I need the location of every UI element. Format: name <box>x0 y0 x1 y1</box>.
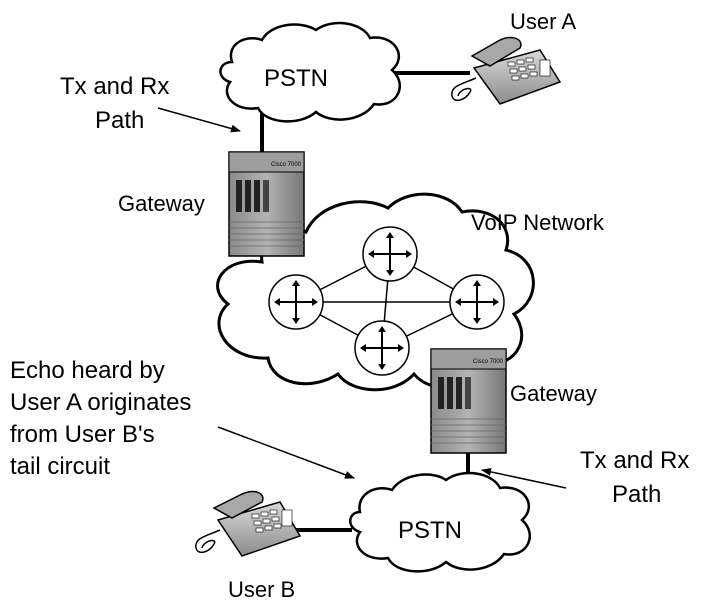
gateway-top-device: Cisco 7000 <box>228 151 305 257</box>
gateway-top-brand: Cisco 7000 <box>271 162 302 168</box>
tx-rx-top-line1: Tx and Rx <box>60 73 169 100</box>
user-a-phone-icon <box>451 36 562 105</box>
tx-rx-bottom-line2: Path <box>612 481 661 508</box>
pstn-top-label: PSTN <box>264 65 328 92</box>
router-icon <box>362 226 418 282</box>
tx-rx-top-line2: Path <box>95 107 144 134</box>
echo-line4: tail circuit <box>10 453 110 480</box>
tx-rx-top-arrow <box>157 107 241 133</box>
echo-arrow <box>217 426 355 479</box>
pstn-bottom-label: PSTN <box>398 517 462 544</box>
router-icon <box>268 274 324 330</box>
gateway-bottom-device: Cisco 7000 <box>430 348 507 454</box>
pstn-top-cloud <box>219 21 402 123</box>
gateway-top-label: Gateway <box>118 191 205 216</box>
echo-line2: User A originates <box>10 389 191 416</box>
tx-rx-bottom-line1: Tx and Rx <box>580 447 689 474</box>
echo-line1: Echo heard by <box>10 357 165 384</box>
gateway-bottom-brand: Cisco 7000 <box>473 359 504 365</box>
voip-network-label: VoIP Network <box>471 210 605 235</box>
router-icon <box>354 320 410 376</box>
tx-rx-bottom-arrow <box>481 467 567 489</box>
user-b-phone-icon <box>195 490 302 557</box>
pstn-bottom-cloud <box>349 471 532 573</box>
router-icon <box>449 274 505 330</box>
echo-line3: from User B's <box>10 421 155 448</box>
gateway-bottom-label: Gateway <box>510 381 597 406</box>
user-a-label: User A <box>510 9 576 34</box>
user-b-label: User B <box>228 577 295 602</box>
